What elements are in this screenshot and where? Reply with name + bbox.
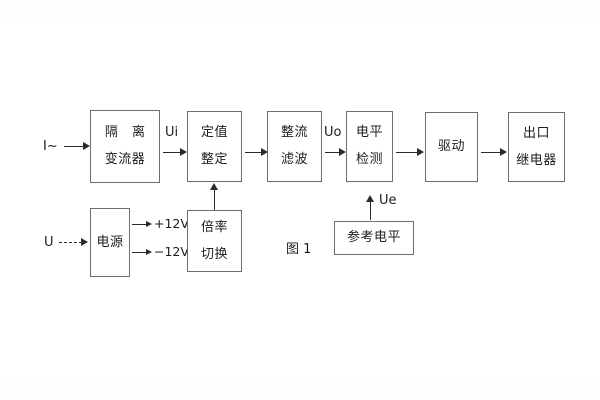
arrowhead-voltage-to-power: [81, 237, 88, 246]
connector-voltage-to-power: [59, 242, 82, 243]
block-power-supply[interactable]: 电源: [90, 208, 130, 277]
arrowhead-rail-negative: [146, 248, 152, 255]
block-output-relay[interactable]: 出口 继电器: [508, 112, 565, 182]
signal-uo-label: Uo: [324, 125, 342, 140]
block-level-detect[interactable]: 电平 检测: [346, 111, 393, 182]
connector-rail-positive: [132, 224, 147, 225]
block-level-detect-line2: 检测: [355, 152, 383, 167]
rail-positive-label: +12V: [154, 216, 189, 231]
connector-setting-to-rectify: [245, 152, 262, 153]
connector-multiplier-to-setting: [214, 186, 215, 210]
block-isolation-transformer-line1: 隔 离: [104, 125, 151, 141]
block-multiplier-switch-line1: 倍率: [200, 219, 228, 235]
block-reference-level-line1: 参考电平: [346, 230, 401, 246]
arrowhead-isolation-to-setting: [180, 147, 187, 156]
connector-rectify-to-level: [325, 152, 340, 153]
block-isolation-transformer[interactable]: 隔 离 变流器: [90, 110, 160, 183]
arrowhead-driver-to-relay: [500, 147, 507, 156]
arrowhead-current-to-isolation: [83, 141, 90, 150]
arrowhead-multiplier-to-setting: [210, 183, 218, 190]
connector-driver-to-relay: [481, 152, 501, 153]
block-driver-line1: 驱动: [437, 139, 465, 155]
block-level-detect-line1: 电平: [355, 125, 383, 141]
block-driver[interactable]: 驱动: [425, 112, 478, 182]
block-output-relay-line1: 出口: [522, 125, 550, 141]
connector-isolation-to-setting: [163, 152, 181, 153]
rail-negative-label: −12V: [154, 244, 189, 259]
block-setting-adjust-line2: 整定: [200, 152, 228, 167]
arrowhead-rectify-to-level: [339, 147, 346, 156]
figure-plate: [0, 22, 600, 378]
signal-ui-label: Ui: [165, 125, 179, 140]
block-multiplier-switch[interactable]: 倍率 切换: [187, 210, 242, 272]
connector-current-to-isolation: [64, 146, 84, 147]
voltage-input-label: U: [44, 235, 54, 250]
connector-level-to-driver: [396, 152, 418, 153]
block-setting-adjust[interactable]: 定值 整定: [187, 111, 242, 182]
signal-ue-label: Ue: [379, 193, 397, 208]
arrowhead-rail-positive: [146, 220, 152, 227]
connector-reference-to-level: [370, 198, 371, 220]
block-setting-adjust-line1: 定值: [200, 125, 228, 141]
block-reference-level[interactable]: 参考电平: [334, 221, 414, 255]
block-output-relay-line2: 继电器: [516, 152, 557, 168]
block-power-supply-line1: 电源: [96, 234, 124, 250]
block-rectify-filter-line2: 滤波: [280, 152, 308, 167]
current-input-label: I~: [43, 139, 58, 154]
arrowhead-level-to-driver: [417, 147, 424, 156]
arrowhead-reference-to-level: [366, 195, 374, 202]
block-rectify-filter[interactable]: 整流 滤波: [267, 111, 322, 182]
figure-caption: 图 1: [286, 242, 312, 257]
block-multiplier-switch-line2: 切换: [200, 246, 228, 262]
block-rectify-filter-line1: 整流: [280, 125, 308, 141]
arrowhead-setting-to-rectify: [261, 147, 268, 156]
block-isolation-transformer-line2: 变流器: [104, 152, 146, 167]
connector-rail-negative: [132, 252, 147, 253]
